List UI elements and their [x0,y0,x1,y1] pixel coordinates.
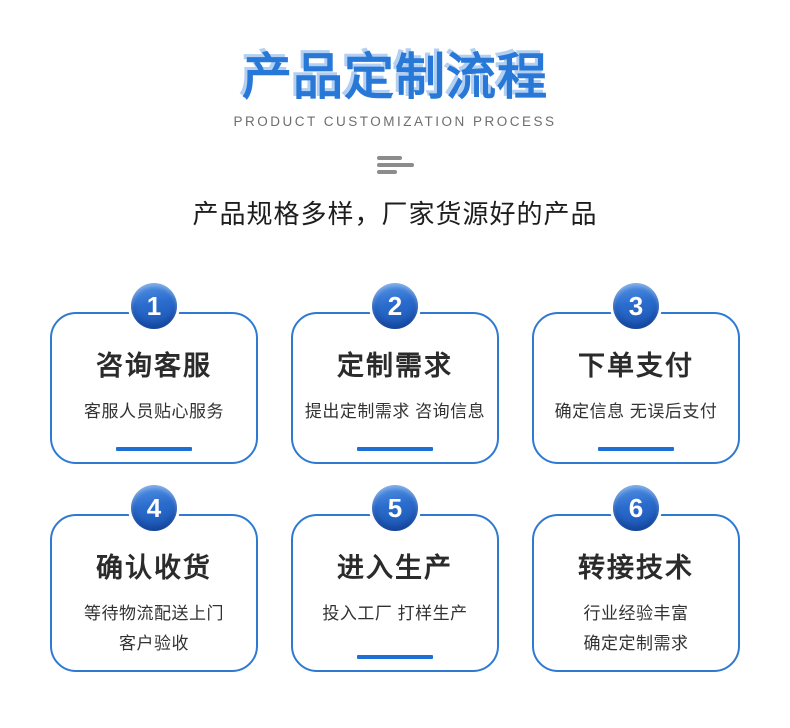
step-underline [598,447,674,451]
step-description: 投入工厂 打样生产 [322,599,467,629]
decoration-lines-icon [376,156,414,174]
step-number-badge: 3 [613,283,659,329]
decoration-bar [376,156,402,160]
page-subtitle-english: PRODUCT CUSTOMIZATION PROCESS [233,114,557,129]
step-description: 行业经验丰富 确定定制需求 [584,599,689,659]
step-description: 等待物流配送上门 客户验收 [84,599,224,659]
page-title: 产品定制流程 [242,49,548,105]
decoration-bar [376,170,397,174]
step-title: 下单支付 [578,351,694,381]
step-description-line: 客服人员贴心服务 [84,402,224,421]
step-underline [357,655,433,659]
step-description-line: 投入工厂 打样生产 [322,604,468,623]
step-title: 确认收货 [96,553,212,583]
step-card-6: 6 转接技术 行业经验丰富 确定定制需求 [532,485,740,672]
step-title: 定制需求 [337,351,453,381]
decoration-bar [376,163,414,167]
step-description-line: 确定定制需求 [583,634,689,653]
step-underline [357,447,433,451]
step-description: 客服人员贴心服务 [84,397,224,427]
step-description-line: 等待物流配送上门 [84,604,224,623]
step-number-badge: 5 [372,485,418,531]
step-underline [116,447,192,451]
tagline-text: 产品规格多样，厂家货源好的产品 [192,199,598,229]
step-number-badge: 6 [613,485,659,531]
step-card-2: 2 定制需求 提出定制需求 咨询信息 [291,283,499,464]
step-description-line: 行业经验丰富 [583,604,689,623]
step-title: 进入生产 [337,553,453,583]
step-card-4: 4 确认收货 等待物流配送上门 客户验收 [50,485,258,672]
step-description-line: 客户验收 [119,634,189,653]
step-description-line: 提出定制需求 咨询信息 [304,402,486,421]
step-description: 提出定制需求 咨询信息 [305,397,485,427]
step-card-1: 1 咨询客服 客服人员贴心服务 [50,283,258,464]
step-number-badge: 1 [131,283,177,329]
steps-grid: 1 咨询客服 客服人员贴心服务 2 定制需求 提出定制需求 咨询信息 3 下单支… [50,283,740,672]
step-description-line: 确定信息 无误后支付 [554,402,718,421]
step-description: 确定信息 无误后支付 [555,397,718,427]
step-card-5: 5 进入生产 投入工厂 打样生产 [291,485,499,672]
step-number-badge: 4 [131,485,177,531]
page-header: 产品定制流程 PRODUCT CUSTOMIZATION PROCESS 产品规… [0,0,790,230]
step-number-badge: 2 [372,283,418,329]
step-title: 咨询客服 [96,351,212,381]
step-title: 转接技术 [578,553,694,583]
step-card-3: 3 下单支付 确定信息 无误后支付 [532,283,740,464]
